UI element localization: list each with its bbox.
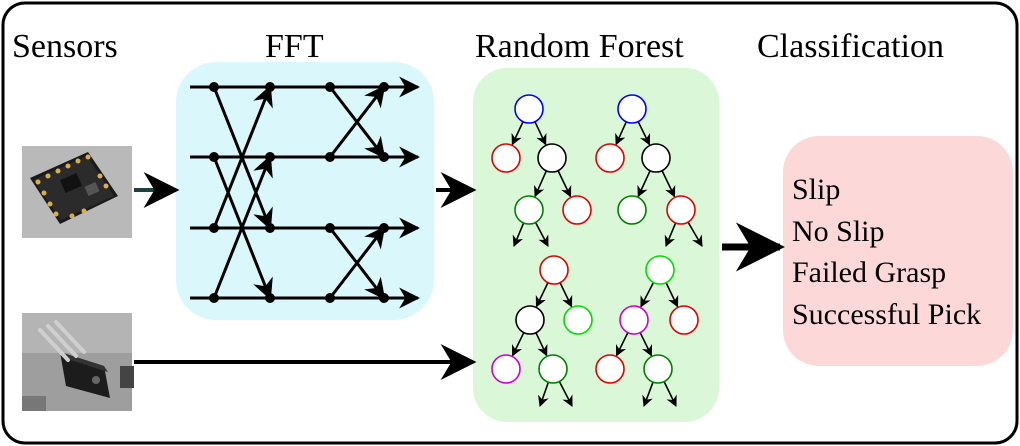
tree-leaf-edge <box>538 381 550 408</box>
tree-edge <box>559 282 573 308</box>
decision-tree <box>595 255 699 408</box>
fft-butterfly-edge <box>212 155 273 299</box>
tree-node <box>514 94 544 124</box>
tree-node <box>641 143 671 173</box>
fft-node <box>379 293 389 303</box>
fft-node <box>265 152 275 162</box>
tree-node <box>595 354 625 384</box>
random-forest-trees <box>491 94 703 408</box>
tree-node <box>669 305 699 335</box>
tree-leaf-edge <box>534 222 549 247</box>
fft-nodes <box>209 82 389 303</box>
tree-node <box>491 354 521 384</box>
fft-node <box>379 223 389 233</box>
tree-node <box>645 255 675 285</box>
heading-fft: FFT <box>265 28 324 65</box>
decision-tree <box>491 94 592 248</box>
tree-edge <box>535 282 549 308</box>
fft-node <box>265 223 275 233</box>
fft-node <box>209 82 219 92</box>
tree-node <box>617 94 647 124</box>
tree-edge <box>511 121 524 146</box>
optical-sensor-icon <box>22 313 134 411</box>
decision-tree <box>595 94 703 248</box>
fft-node <box>209 293 219 303</box>
tree-node <box>538 354 568 384</box>
tree-edge <box>637 170 651 198</box>
tree-node <box>537 143 567 173</box>
fft-node <box>379 152 389 162</box>
class-label-failed-grasp: Failed Grasp <box>792 256 946 289</box>
fft-butterfly-edge <box>328 226 386 299</box>
fft-node <box>325 293 335 303</box>
tree-node <box>563 305 593 335</box>
heading-sensors: Sensors <box>12 28 118 65</box>
tree-node <box>595 143 625 173</box>
tree-leaf-edge <box>642 381 654 408</box>
fft-node <box>325 82 335 92</box>
tree-edge <box>535 332 548 357</box>
fft-node <box>265 293 275 303</box>
tree-leaf-edge <box>663 381 677 408</box>
decision-tree <box>491 255 593 408</box>
fft-butterfly-edge <box>212 85 273 229</box>
fft-node <box>209 223 219 233</box>
heading-random-forest: Random Forest <box>475 28 684 65</box>
tree-edge <box>534 170 548 198</box>
tree-node <box>562 195 592 225</box>
tree-node <box>666 195 696 225</box>
tree-edge <box>511 332 525 357</box>
heading-classification: Classification <box>757 28 944 65</box>
tree-edge <box>661 170 676 198</box>
class-label-successful-pick: Successful Pick <box>792 298 981 331</box>
tree-edge <box>639 332 653 357</box>
tree-edge <box>557 170 572 198</box>
tree-node <box>643 354 673 384</box>
fft-node <box>209 152 219 162</box>
fft-node <box>325 223 335 233</box>
tree-edge <box>615 121 627 146</box>
tree-edge <box>665 282 679 308</box>
tree-edge <box>637 121 651 146</box>
tree-node <box>515 305 545 335</box>
fft-node <box>265 82 275 92</box>
fft-node <box>379 82 389 92</box>
breakout-board-sensor-icon <box>22 146 132 238</box>
tree-edge <box>534 121 547 146</box>
tree-leaf-edge <box>687 221 703 247</box>
tree-edge <box>615 332 629 357</box>
tree-leaf-edge <box>558 381 573 407</box>
fft-node <box>325 152 335 162</box>
tree-node <box>491 143 521 173</box>
class-label-no-slip: No Slip <box>792 215 885 248</box>
tree-node <box>619 305 649 335</box>
fft-butterfly-edge <box>328 85 386 158</box>
tree-leaf-edge <box>512 222 525 248</box>
classification-panel <box>783 136 1013 366</box>
tree-node <box>617 195 647 225</box>
tree-leaf-edge <box>664 222 677 248</box>
class-label-slip: Slip <box>792 173 840 206</box>
tree-node <box>539 255 569 285</box>
fft-panel <box>176 62 434 320</box>
tree-edge <box>640 282 655 308</box>
tree-node <box>514 195 544 225</box>
